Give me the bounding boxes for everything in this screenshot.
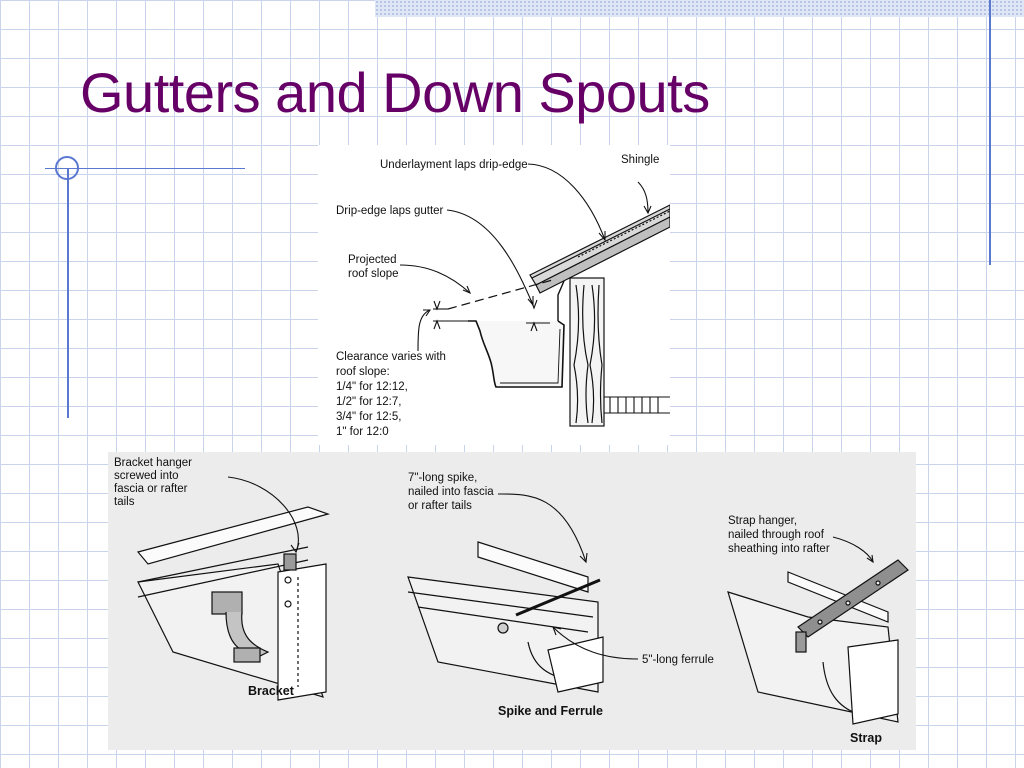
spike-callout-line3: or rafter tails [408,500,472,512]
label-drip-edge: Drip-edge laps gutter [336,205,444,217]
left-accent-hline [45,168,245,169]
bracket-callout-line3: fascia or rafter [114,483,188,495]
bracket-gutter-drawing [136,506,331,701]
ferrule-callout: 5"-long ferrule [642,654,714,666]
strap-callout-line3: sheathing into rafter [728,543,830,555]
gutter-cross-section-svg: Underlayment laps drip-edge Shingle Drip… [336,154,671,438]
label-clearance-line5: 3/4" for 12:5, [336,411,401,423]
label-projected-line1: Projected [348,254,397,266]
bracket-callout-line1: Bracket hanger [114,457,192,469]
strap-caption: Strap [850,731,882,745]
accent-circle-mark [55,156,79,180]
bracket-callout-line2: screwed into [114,470,179,482]
projected-slope-line [447,278,557,310]
strap-callout-line1: Strap hanger, [728,515,797,527]
roof-shingle-layers [529,204,671,294]
left-accent-vline [67,168,69,418]
label-clearance-line6: 1" for 12:0 [336,426,389,438]
spike-callout-line1: 7"-long spike, [408,472,477,484]
hanger-leader-lines [227,476,874,660]
gutter-profile [468,320,565,388]
strap-gutter-drawing [727,559,909,725]
label-clearance-line1: Clearance varies with [336,351,446,363]
gutter-inner-line [500,328,561,384]
gutter-cross-section-figure: Underlayment laps drip-edge Shingle Drip… [318,145,671,445]
spike-gutter-drawing [407,541,604,693]
bracket-caption: Bracket [248,684,295,698]
label-clearance-line3: 1/4" for 12:12, [336,381,408,393]
top-decorative-band [375,0,1024,17]
gutter-hangers-svg: Bracket hanger screwed into fascia or ra… [114,457,909,745]
fascia-board [569,277,605,427]
leader-lines [399,163,652,352]
slide-title: Gutters and Down Spouts [80,61,710,124]
right-accent-line [989,0,991,265]
label-shingle: Shingle [621,154,659,166]
spike-caption: Spike and Ferrule [498,704,603,718]
label-clearance-line2: roof slope: [336,366,390,378]
spike-callout-line2: nailed into fascia [408,486,494,498]
label-underlayment: Underlayment laps drip-edge [380,159,528,171]
label-clearance-line4: 1/2" for 12:7, [336,396,401,408]
clearance-marker-left [433,300,468,330]
strap-callout-line2: nailed through roof [728,529,825,541]
bracket-callout-line4: tails [114,496,135,508]
soffit [604,396,670,414]
gutter-hangers-figure: Bracket hanger screwed into fascia or ra… [108,452,916,750]
label-projected-line2: roof slope [348,268,399,280]
